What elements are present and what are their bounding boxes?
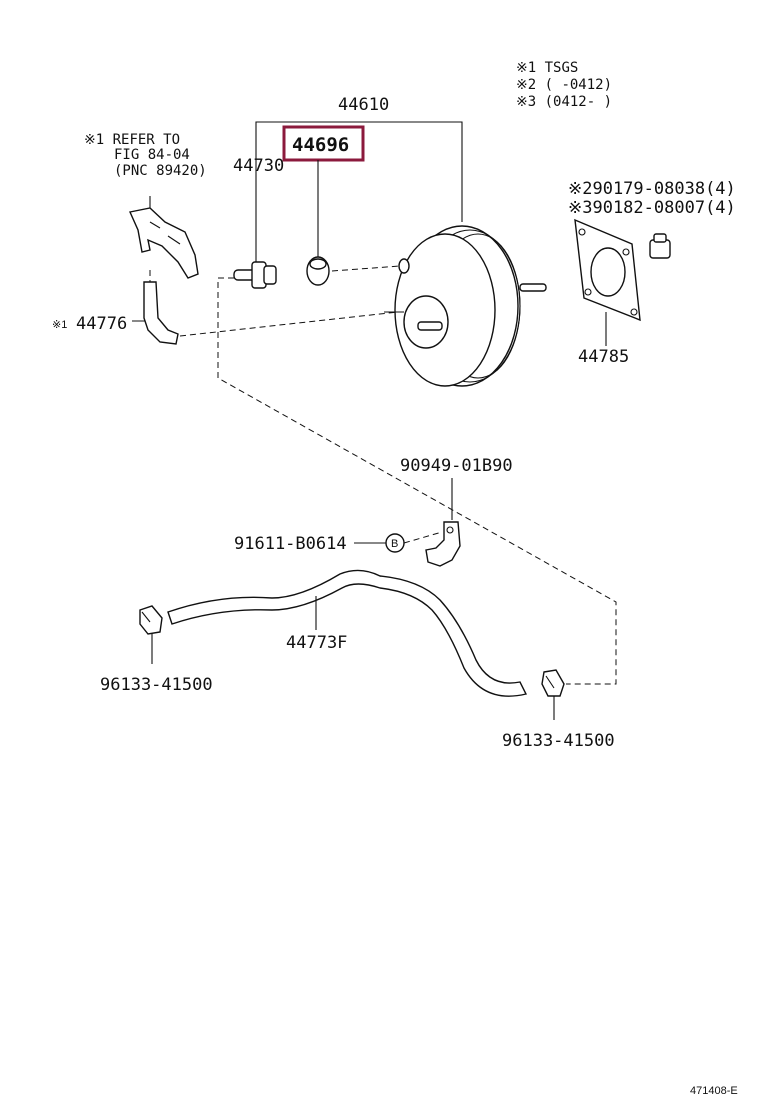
legend-note-2: ※2 ( -0412) bbox=[516, 77, 612, 93]
nut-icon bbox=[649, 233, 671, 259]
gasket-icon bbox=[574, 218, 641, 322]
label-44730[interactable]: 44730 bbox=[233, 156, 284, 176]
marker-b-letter: B bbox=[391, 538, 398, 550]
refer-line-2: FIG 84-04 bbox=[114, 147, 190, 163]
check-valve-icon bbox=[233, 261, 277, 289]
label-44776[interactable]: 44776 bbox=[76, 314, 127, 334]
leader-44610 bbox=[255, 121, 463, 265]
label-clip-left[interactable]: 96133-41500 bbox=[100, 675, 213, 695]
vacuum-hose-icon bbox=[167, 569, 528, 697]
sensor-bracket-icon bbox=[129, 196, 199, 279]
label-44773F[interactable]: 44773F bbox=[286, 633, 347, 653]
label-bolt-note-2[interactable]: ※290179-08038(4) bbox=[568, 179, 736, 199]
dashed-path-vacuum bbox=[217, 277, 617, 685]
label-44785[interactable]: 44785 bbox=[578, 347, 629, 367]
legend-note-3: ※3 (0412- ) bbox=[516, 94, 612, 110]
clip-right-icon bbox=[541, 669, 565, 697]
label-90949-01B90[interactable]: 90949-01B90 bbox=[400, 456, 513, 476]
dashed-link-hose bbox=[179, 311, 399, 337]
brake-booster-icon bbox=[384, 225, 547, 387]
clamp-icon bbox=[425, 521, 461, 567]
refer-line-3: (PNC 89420) bbox=[114, 163, 207, 179]
highlight-box-44696 bbox=[282, 125, 365, 162]
label-44696[interactable]: 44696 bbox=[292, 134, 349, 156]
label-bolt-note-3[interactable]: ※390182-08007(4) bbox=[568, 198, 736, 218]
refer-line-1: ※1 REFER TO bbox=[84, 132, 180, 148]
label-44776-note: ※1 bbox=[52, 319, 67, 331]
figure-code: 471408-E bbox=[690, 1085, 738, 1097]
grommet-icon bbox=[306, 256, 330, 286]
label-clip-right[interactable]: 96133-41500 bbox=[502, 731, 615, 751]
short-hose-icon bbox=[143, 281, 179, 345]
clip-left-icon bbox=[139, 605, 163, 635]
legend-note-1: ※1 TSGS bbox=[516, 60, 578, 76]
label-44610[interactable]: 44610 bbox=[338, 95, 389, 115]
label-91611-B0614[interactable]: 91611-B0614 bbox=[234, 534, 347, 554]
